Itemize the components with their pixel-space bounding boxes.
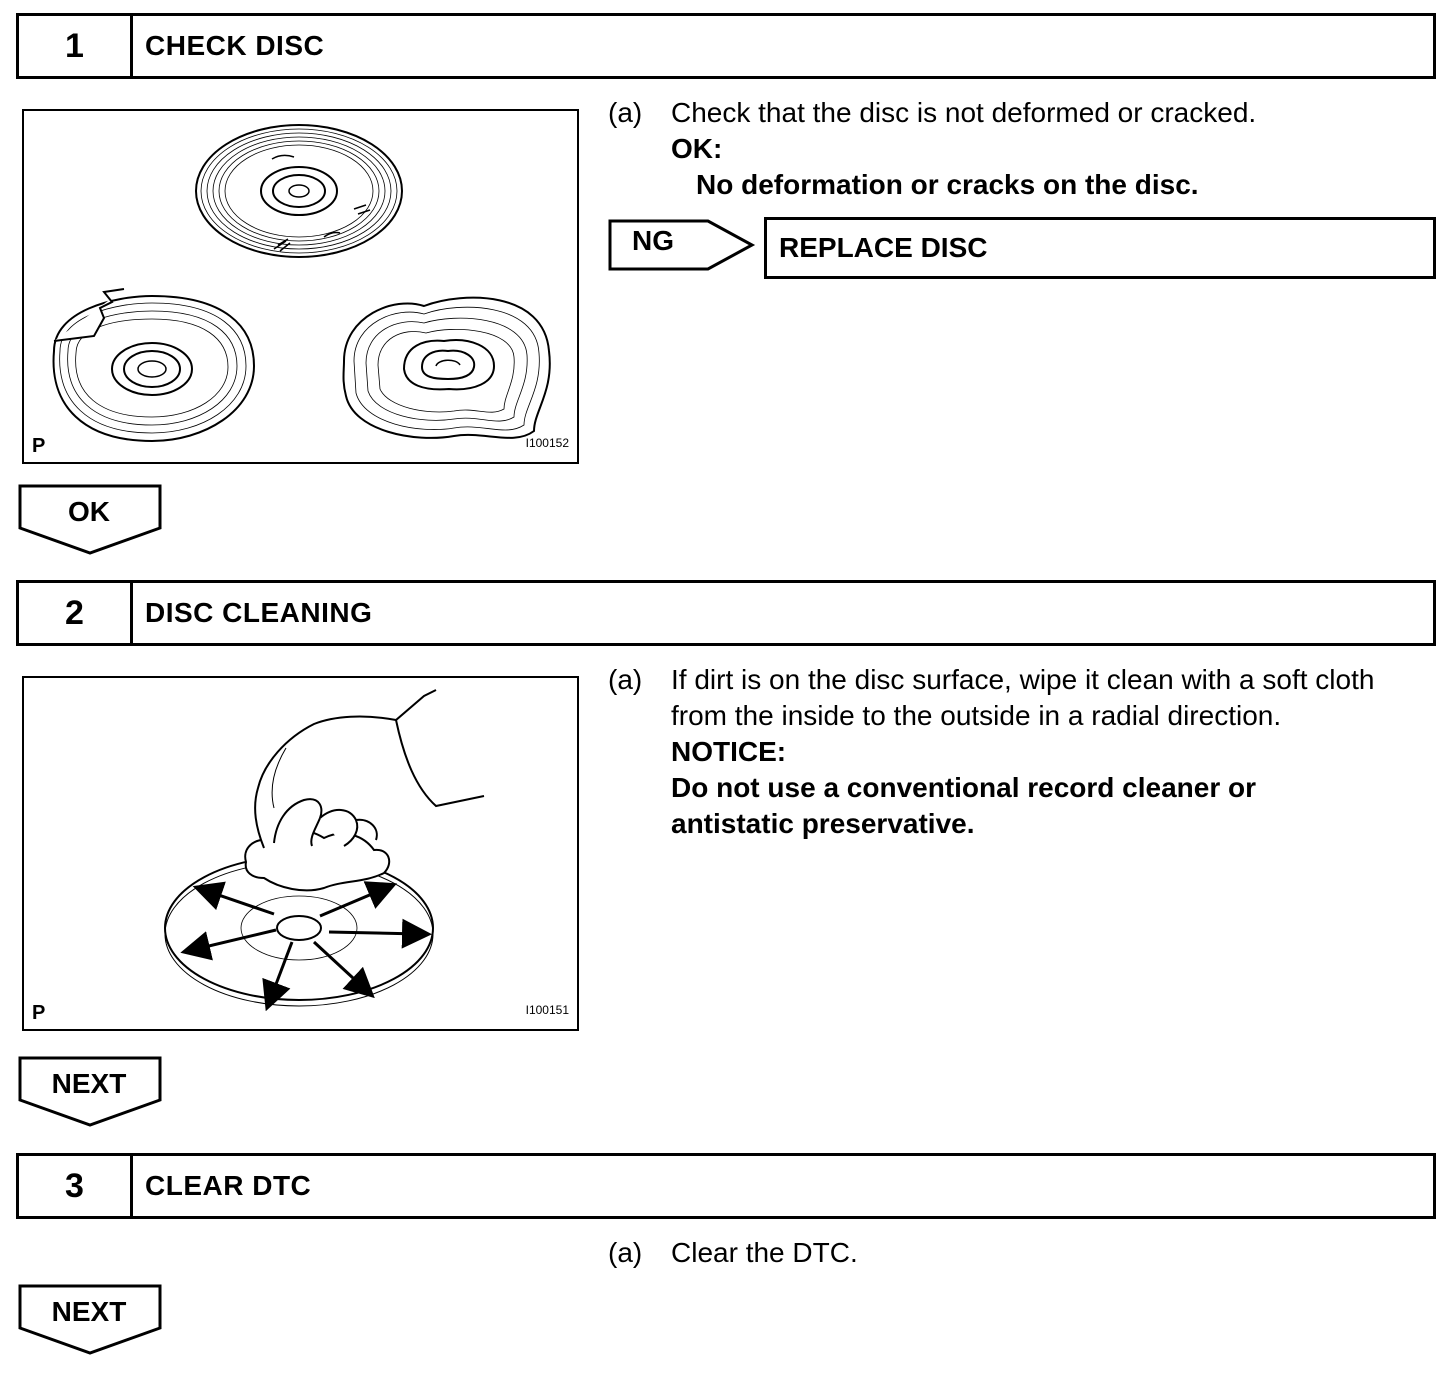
radial-direction-arrows bbox=[180, 881, 432, 1012]
cracked-disc bbox=[52, 288, 256, 443]
figure-corner-label: P bbox=[32, 1002, 46, 1024]
step-3-instructions: (a) Clear the DTC. bbox=[608, 1235, 858, 1271]
ng-label: NG bbox=[632, 225, 674, 256]
step-3-header: 3 CLEAR DTC bbox=[16, 1153, 1436, 1219]
ng-arrow-icon bbox=[608, 219, 756, 271]
next-flow-arrow: NEXT bbox=[18, 1284, 162, 1356]
step-number: 3 bbox=[19, 1156, 133, 1216]
step-1-header: 1 CHECK DISC bbox=[16, 13, 1436, 79]
ok-flow-arrow: OK bbox=[18, 484, 162, 556]
disc-wiping-illustration bbox=[164, 689, 485, 1012]
step-title: CLEAR DTC bbox=[145, 1170, 312, 1201]
instruction-text: Check that the disc is not deformed or c… bbox=[671, 97, 1257, 128]
notice-heading: NOTICE: bbox=[671, 736, 787, 767]
step-title: DISC CLEANING bbox=[145, 597, 373, 628]
step-title: CHECK DISC bbox=[145, 30, 325, 61]
ng-arrow: NG bbox=[608, 217, 756, 273]
notice-line: antistatic preservative. bbox=[671, 808, 975, 839]
next-flow-arrow: NEXT bbox=[18, 1056, 162, 1128]
instruction-line: If dirt is on the disc surface, wipe it … bbox=[671, 664, 1375, 695]
down-arrow-icon bbox=[18, 1056, 162, 1127]
disc-cleaning-figure: P I100151 bbox=[22, 676, 579, 1031]
instruction-text: Clear the DTC. bbox=[671, 1237, 858, 1268]
ok-heading: OK: bbox=[671, 133, 723, 164]
figure-id: I100151 bbox=[525, 1003, 569, 1017]
hand-with-cloth bbox=[244, 689, 485, 892]
step-2-header: 2 DISC CLEANING bbox=[16, 580, 1436, 646]
warped-disc bbox=[342, 296, 551, 439]
item-label: (a) bbox=[608, 97, 643, 128]
down-arrow-icon bbox=[18, 1284, 162, 1355]
flow-label: NEXT bbox=[51, 1068, 127, 1099]
flow-label: OK bbox=[68, 496, 110, 527]
item-label: (a) bbox=[608, 664, 643, 695]
flow-label: NEXT bbox=[51, 1296, 127, 1327]
figure-corner-label: P bbox=[32, 435, 46, 457]
replace-disc-box: REPLACE DISC bbox=[764, 217, 1436, 279]
step-2-instructions: (a) If dirt is on the disc surface, wipe… bbox=[608, 662, 1374, 842]
notice-line: Do not use a conventional record cleaner… bbox=[671, 772, 1257, 803]
item-label: (a) bbox=[608, 1237, 643, 1268]
step-1-instructions: (a) Check that the disc is not deformed … bbox=[608, 95, 1256, 203]
step-number: 2 bbox=[19, 583, 133, 643]
scratched-disc bbox=[195, 124, 403, 258]
figure-id: I100152 bbox=[525, 436, 569, 450]
step-number: 1 bbox=[19, 16, 133, 76]
down-arrow-icon bbox=[18, 484, 162, 555]
damaged-discs-illustration bbox=[52, 124, 551, 443]
ng-action-label: REPLACE DISC bbox=[779, 232, 988, 263]
ok-criteria: No deformation or cracks on the disc. bbox=[696, 169, 1199, 200]
instruction-line: from the inside to the outside in a radi… bbox=[671, 700, 1282, 731]
check-disc-figure: P I100152 bbox=[22, 109, 579, 464]
